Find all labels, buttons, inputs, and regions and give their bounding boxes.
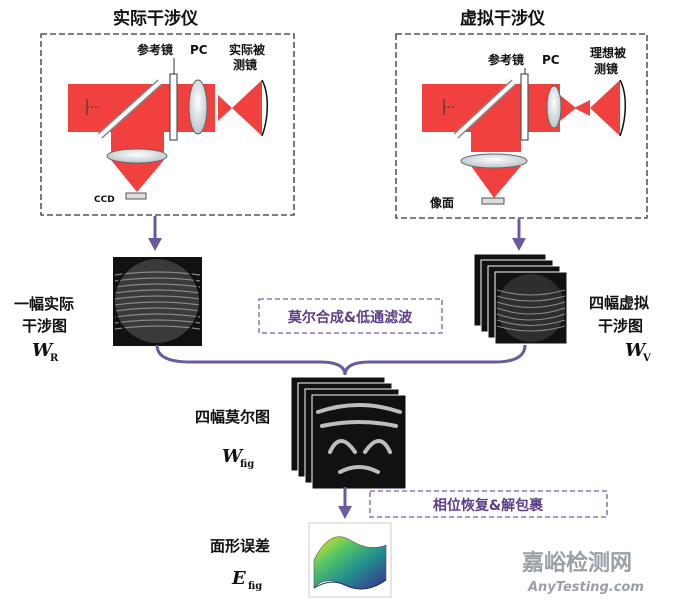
ideal-test-mirror-icon [619,79,626,137]
watermark-cn: 嘉峪检测网 [522,550,632,576]
right-pc-label: PC [542,53,560,67]
reference-mirror-icon [169,73,178,141]
merge-connector [155,344,527,376]
moire-label: 四幅莫尔图 [195,408,270,426]
image-plane-label: 像面 [430,195,454,210]
right-interferometer-panel: 像面 参考镜 PC 理想被 测镜 [395,33,648,219]
arrow-right-down [512,219,526,251]
right-test-mirror-label-2: 测镜 [594,61,618,76]
step-moire-lowpass-text: 莫尔合成&低通滤波 [287,309,413,326]
virtual-interferogram-symbol: W [625,340,647,361]
left-panel-title: 实际干涉仪 [113,8,199,29]
surface-error-label: 面形误差 [210,537,270,555]
ccd-icon [125,192,147,200]
surface-error-symbol: E [231,568,246,589]
virtual-interferogram-subscript: V [642,353,651,364]
virtual-pc-lens-icon [546,85,562,129]
moire-subscript: fig [240,459,254,470]
ideal-test-beam-cone [590,80,620,136]
real-interferogram-label-2: 干涉图 [22,317,67,335]
step-phase-unwrap-text: 相位恢复&解包裹 [433,497,544,514]
image-plane-icon [481,197,505,205]
left-test-mirror-label-2: 测镜 [233,57,257,72]
virtual-interferograms-stack [473,253,568,345]
virtual-interferogram-label-1: 四幅虚拟 [589,294,649,312]
test-mirror-icon [261,79,268,137]
virtual-reference-mirror-icon [520,73,529,141]
surface-error-plot [308,522,392,598]
right-ref-mirror-label: 参考镜 [488,52,524,67]
watermark-en: AnyTesting.com [527,580,644,595]
laser-beam [68,84,215,140]
left-test-mirror-label-1: 实际被 [229,42,266,57]
moire-symbol: W [222,446,244,467]
left-pc-label: PC [190,43,208,57]
surface-error-subscript: fig [248,581,262,592]
right-test-mirror-label-1: 理想被 [590,45,627,60]
arrow-left-down [148,216,162,251]
left-interferometer-panel: CCD 参考镜 PC 实际被 测镜 [40,33,295,216]
virtual-imaging-lens-icon [460,153,528,169]
left-ref-mirror-label: 参考镜 [137,42,173,57]
right-panel-title: 虚拟干涉仪 [460,8,546,29]
real-interferogram-subscript: R [50,353,59,364]
pc-lens-icon [188,79,208,135]
ccd-label: CCD [94,195,115,205]
step-moire-lowpass-box: 莫尔合成&低通滤波 [258,298,443,334]
step-phase-unwrap-box: 相位恢复&解包裹 [369,490,608,518]
moire-fringes-stack [290,376,407,490]
real-interferogram-image [113,257,202,346]
real-interferogram-label-1: 一幅实际 [14,295,74,313]
imaging-lens-icon [106,148,168,164]
virtual-interferogram-label-2: 干涉图 [598,317,643,335]
real-interferogram-symbol: W [32,340,54,361]
arrow-to-surface [338,487,352,519]
test-beam-cone [232,80,262,136]
